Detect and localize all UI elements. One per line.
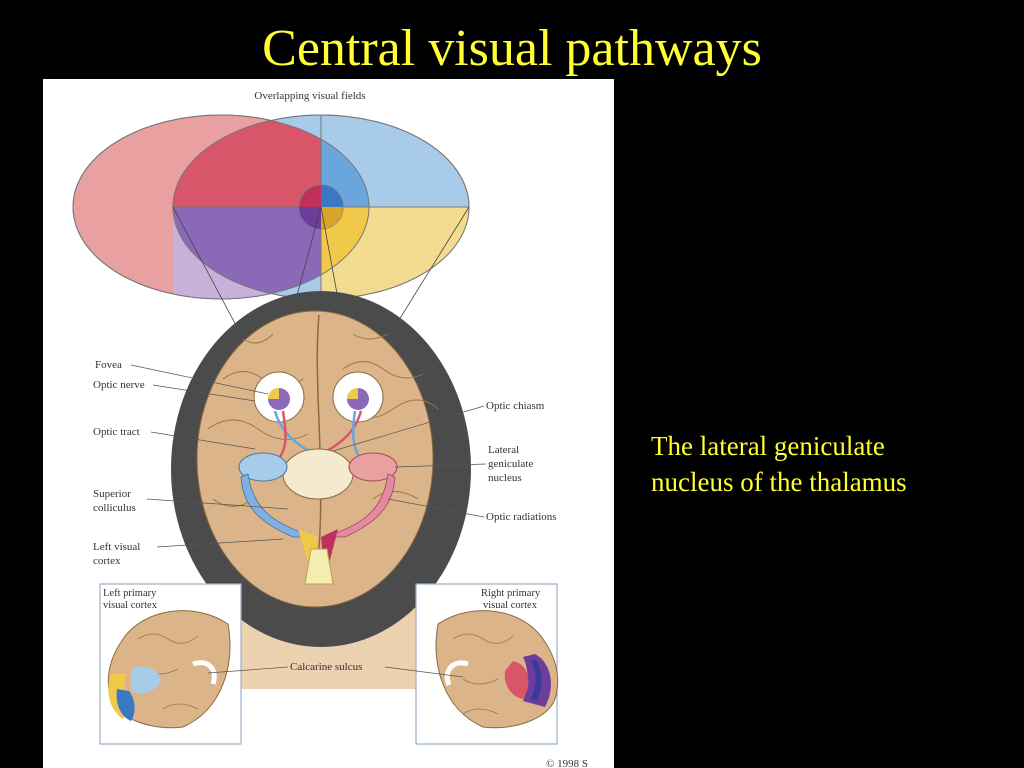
left-primary-cortex-inset: Left primary visual cortex	[99, 583, 242, 745]
calcarine-leader-lines	[207, 666, 464, 678]
figure-svg: Overlapping visual fields	[72, 90, 588, 768]
left-lgn	[238, 452, 288, 482]
label-left-visual-cortex-2: cortex	[93, 555, 121, 567]
label-optic-tract: Optic tract	[93, 426, 140, 438]
right-primary-cortex-inset: Right primary visual cortex	[415, 583, 559, 745]
slide-title: Central visual pathways	[262, 20, 762, 77]
thalamus	[282, 448, 354, 500]
label-left-primary-2: visual cortex	[103, 600, 158, 611]
label-left-visual-cortex-1: Left visual	[93, 541, 140, 553]
label-optic-nerve: Optic nerve	[93, 379, 145, 391]
label-calcarine-sulcus: Calcarine sulcus	[290, 661, 362, 673]
label-superior-colliculus-2: colliculus	[93, 502, 136, 514]
label-superior-colliculus-1: Superior	[93, 488, 131, 500]
label-right-primary-2: visual cortex	[483, 600, 538, 611]
visual-fields	[72, 114, 470, 300]
label-fovea: Fovea	[95, 359, 122, 371]
visual-pathways-figure: Overlapping visual fields	[43, 79, 614, 768]
left-labels: Fovea Optic nerve Optic tract Superior c…	[93, 359, 145, 567]
figure-heading: Overlapping visual fields	[254, 90, 365, 102]
label-left-primary-1: Left primary	[103, 588, 157, 599]
label-lgn-1: Lateral	[488, 444, 519, 456]
slide-caption: The lateral geniculate nucleus of the th…	[651, 428, 1011, 500]
label-right-primary-1: Right primary	[481, 588, 541, 599]
label-lgn-3: nucleus	[488, 472, 522, 484]
label-lgn-2: geniculate	[488, 458, 533, 470]
label-optic-chiasm: Optic chiasm	[486, 400, 545, 412]
left-leader-lines	[130, 364, 289, 548]
label-optic-radiations: Optic radiations	[486, 511, 557, 523]
right-leader-lines	[332, 405, 487, 518]
head-illustration	[171, 291, 471, 689]
caption-line-1: The lateral geniculate	[651, 431, 885, 461]
right-labels: Optic chiasm Lateral geniculate nucleus …	[486, 400, 557, 523]
copyright-notice: © 1998 S	[546, 758, 588, 768]
caption-line-2: nucleus of the thalamus	[651, 467, 907, 497]
